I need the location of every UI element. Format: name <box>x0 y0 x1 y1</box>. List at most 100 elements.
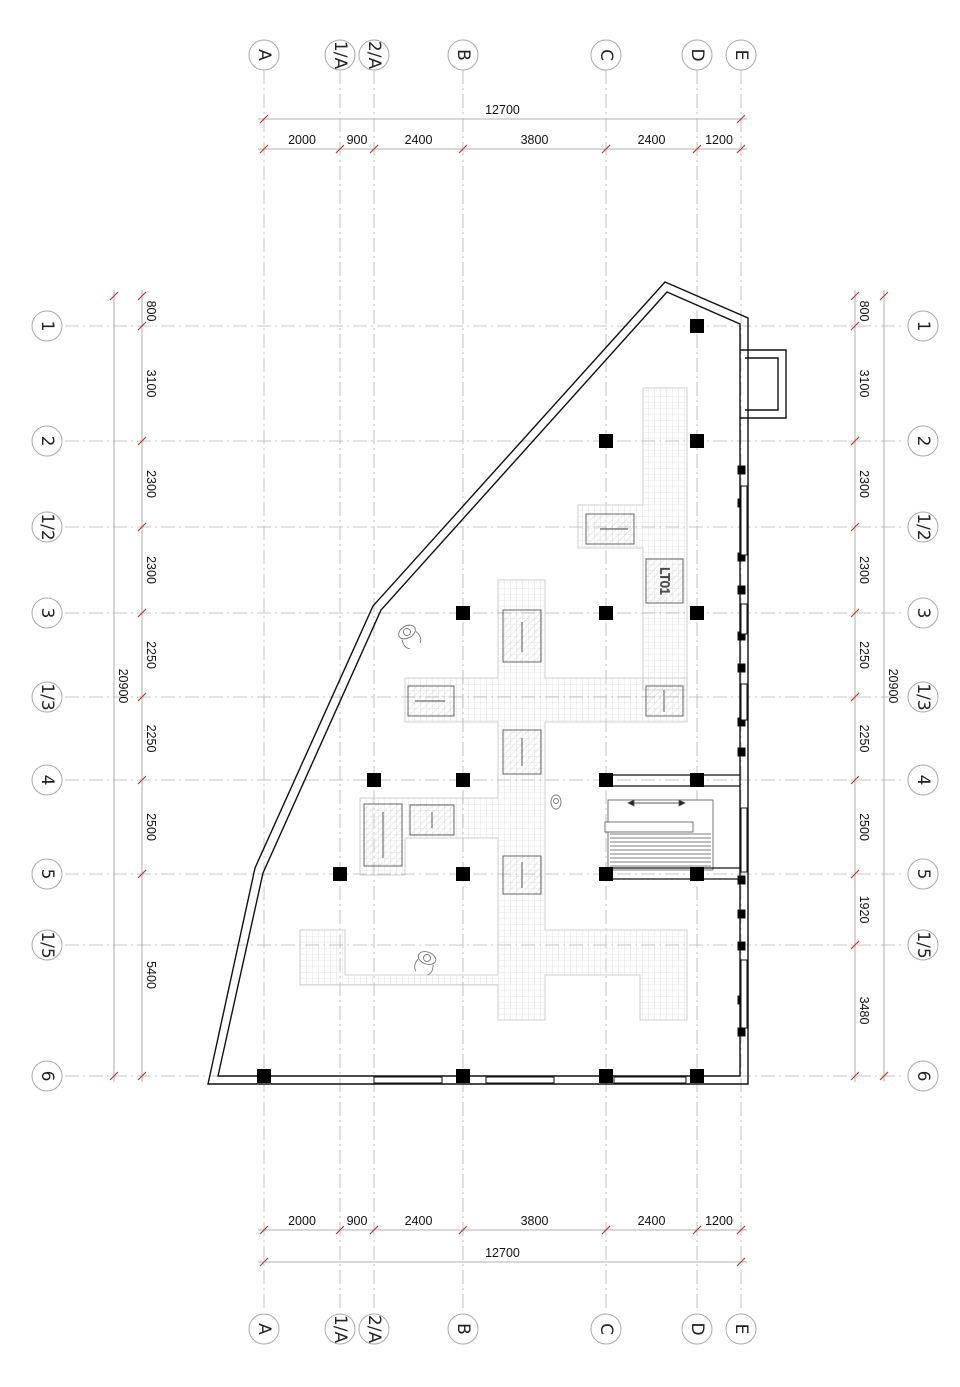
window <box>613 1076 687 1084</box>
window-mullion <box>737 875 746 885</box>
window <box>373 1076 443 1084</box>
grid-bubble-right-2: 2 <box>907 425 939 457</box>
svg-text:D: D <box>687 1322 707 1335</box>
grid-bubble-left-2: 2 <box>31 425 63 457</box>
svg-text:1/5: 1/5 <box>913 931 933 958</box>
grid-bubble-top-E: E <box>725 39 757 71</box>
display-units: LT01 <box>363 513 684 895</box>
dimension-label: 1200 <box>705 1214 733 1228</box>
structural-column <box>456 773 470 787</box>
structural-column <box>690 319 704 333</box>
dimension-label: 12700 <box>485 1246 520 1260</box>
grid-bubble-right-5: 5 <box>907 858 939 890</box>
svg-text:E: E <box>731 50 751 61</box>
grid-bubble-top-C: C <box>590 39 622 71</box>
grid-bubble-left-1/2: 1/2 <box>31 511 63 543</box>
svg-text:A: A <box>254 1323 274 1335</box>
dimension-label: 20900 <box>886 669 900 704</box>
tiled-path-central <box>299 579 688 1021</box>
structural-column <box>599 773 613 787</box>
structural-column <box>456 867 470 881</box>
svg-text:B: B <box>453 1323 473 1335</box>
window <box>740 683 748 721</box>
grid-bubble-left-4: 4 <box>31 764 63 796</box>
svg-text:1/5: 1/5 <box>37 931 57 958</box>
dimension-label: 3800 <box>521 133 549 147</box>
dimension-label: 20900 <box>116 669 130 704</box>
dimension-label: 2400 <box>638 1214 666 1228</box>
dimension-label: 2300 <box>857 470 871 498</box>
grid-bubble-left-1/5: 1/5 <box>31 929 63 961</box>
svg-text:C: C <box>596 1323 616 1335</box>
inner-wall <box>217 291 741 1077</box>
grid-bubble-left-3: 3 <box>31 597 63 629</box>
svg-text:6: 6 <box>37 1071 57 1082</box>
window <box>740 807 748 873</box>
grid-bubble-bottom-E: E <box>725 1313 757 1345</box>
svg-text:1/2: 1/2 <box>913 513 933 540</box>
person-figure <box>550 794 562 810</box>
structural-column <box>599 1069 613 1083</box>
structural-column <box>599 434 613 448</box>
svg-text:1: 1 <box>37 321 57 332</box>
dimension-label: 12700 <box>485 103 520 117</box>
svg-text:3: 3 <box>37 608 57 619</box>
svg-text:B: B <box>453 49 473 61</box>
top-overall-dimension: 12700 <box>258 103 747 124</box>
dimension-label: 2500 <box>144 813 158 841</box>
grid-bubble-left-5: 5 <box>31 858 63 890</box>
dimension-label: 2250 <box>144 725 158 753</box>
dimension-label: 2000 <box>288 133 316 147</box>
dimension-label: 2400 <box>405 1214 433 1228</box>
structural-column <box>599 867 613 881</box>
grid-bubble-bottom-D: D <box>681 1313 713 1345</box>
dimension-label: 3100 <box>857 370 871 398</box>
svg-text:1/3: 1/3 <box>913 683 933 710</box>
svg-text:D: D <box>687 48 707 61</box>
window-mullion <box>737 585 746 595</box>
right-overall-dimension: 20900 <box>879 290 900 1082</box>
svg-text:2: 2 <box>37 436 57 447</box>
dimension-label: 5400 <box>144 961 158 989</box>
staircase <box>604 799 714 871</box>
structural-column <box>690 1069 704 1083</box>
dimension-label: 3100 <box>144 370 158 398</box>
svg-text:2/A: 2/A <box>364 41 384 70</box>
left-overall-dimension: 20900 <box>109 290 130 1082</box>
window-mullion <box>737 465 746 475</box>
dimension-label: 2400 <box>405 133 433 147</box>
dimension-label: 2400 <box>638 133 666 147</box>
svg-text:2: 2 <box>913 436 933 447</box>
grid-bubble-top-B: B <box>447 39 479 71</box>
window-mullion <box>737 663 746 673</box>
dimension-label: 2500 <box>857 813 871 841</box>
svg-text:1/A: 1/A <box>330 1315 350 1344</box>
window-mullion <box>737 909 746 919</box>
grid-bubble-left-1/3: 1/3 <box>31 681 63 713</box>
grid-bubble-bottom-1/A: 1/A <box>324 1313 356 1345</box>
grid-bubble-top-A: A <box>248 39 280 71</box>
person-figure <box>414 951 437 976</box>
svg-text:2/A: 2/A <box>364 1315 384 1344</box>
grid-bubble-top-D: D <box>681 39 713 71</box>
svg-text:A: A <box>254 49 274 61</box>
svg-text:1/A: 1/A <box>330 41 350 70</box>
grid-bubble-bottom-A: A <box>248 1313 280 1345</box>
structural-column <box>456 1069 470 1083</box>
svg-text:E: E <box>731 1324 751 1335</box>
bottom-overall-dimension: 12700 <box>258 1246 747 1267</box>
grid-bubble-left-6: 6 <box>31 1060 63 1092</box>
structural-column <box>333 867 347 881</box>
outer-wall <box>207 281 749 1085</box>
grid-bubble-right-1/2: 1/2 <box>907 511 939 543</box>
dimension-label: 1200 <box>705 133 733 147</box>
dimension-label: 800 <box>144 301 158 322</box>
dimension-label: 2000 <box>288 1214 316 1228</box>
people-figures <box>398 624 562 976</box>
